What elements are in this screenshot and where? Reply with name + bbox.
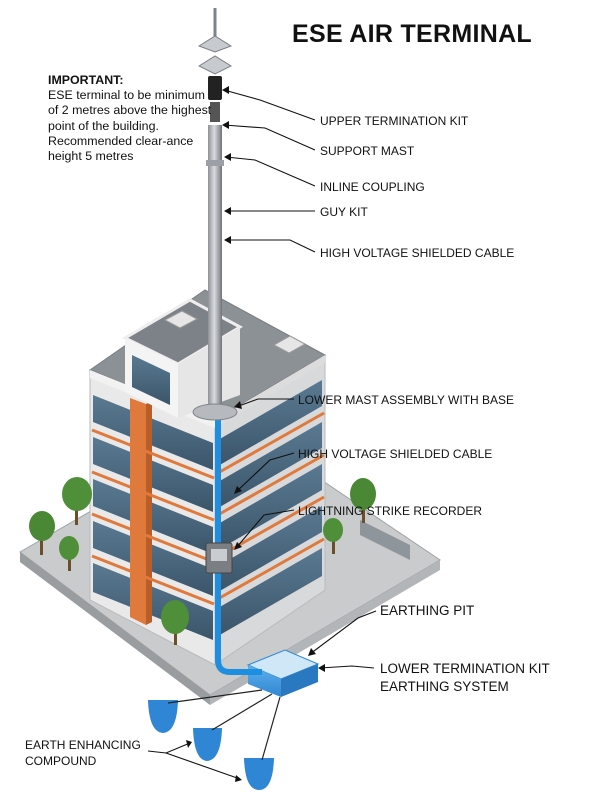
- label-upper-termination-kit: UPPER TERMINATION KIT: [320, 114, 469, 128]
- side-annex: [360, 520, 410, 560]
- roof-parapet-right: [215, 355, 325, 428]
- note-heading: IMPORTANT:: [48, 73, 124, 87]
- upper-termination-kit: [210, 102, 220, 122]
- left-orange-lines: [91, 428, 215, 606]
- label-guy-kit: GUY KIT: [320, 205, 368, 219]
- orange-fin: [130, 398, 146, 625]
- terminal-disc-upper: [197, 35, 233, 53]
- trees: [29, 477, 376, 645]
- ground-edge: [20, 552, 210, 705]
- down-conductor-cable: [215, 420, 262, 675]
- terminal-disc-lower: [197, 55, 233, 75]
- arrow-heads: [186, 86, 325, 782]
- important-note: IMPORTANT: ESE terminal to be minimum of…: [48, 73, 218, 164]
- inline-coupling-ring: [206, 160, 224, 166]
- terminal-body: [208, 76, 222, 100]
- support-mast: [208, 125, 222, 410]
- label-hv-shielded-cable-top: HIGH VOLTAGE SHIELDED CABLE: [320, 246, 515, 260]
- earthing-wires: [167, 689, 281, 761]
- right-window-bands: [218, 380, 322, 636]
- label-support-mast: SUPPORT MAST: [320, 144, 415, 158]
- label-earthing-pit: EARTHING PIT: [380, 603, 475, 618]
- label-earth-enhancing-compound-line1: EARTH ENHANCING: [25, 738, 141, 752]
- roof-penthouse-glass: [132, 355, 170, 405]
- label-earth-enhancing-compound-line2: COMPOUND: [25, 754, 97, 768]
- page-title: ESE AIR TERMINAL: [292, 20, 532, 48]
- earth-compound-blobs: [148, 700, 274, 790]
- orange-fin-shade: [146, 401, 152, 625]
- roof-vent-2: [272, 335, 307, 354]
- label-lower-mast-assembly: LOWER MAST ASSEMBLY WITH BASE: [298, 393, 515, 407]
- label-inline-coupling: INLINE COUPLING: [320, 180, 425, 194]
- mast-base: [192, 403, 238, 421]
- label-hv-shielded-cable-mid: HIGH VOLTAGE SHIELDED CABLE: [298, 447, 493, 461]
- leader-lines: [147, 89, 377, 780]
- recorder-window: [211, 549, 227, 561]
- note-body: ESE terminal to be minimum of 2 metres a…: [48, 88, 212, 164]
- label-lightning-strike-recorder: LIGHTNING STRIKE RECORDER: [298, 504, 483, 518]
- right-orange-lines: [215, 411, 325, 602]
- roof-vent: [163, 310, 199, 329]
- label-earthing-system: EARTHING SYSTEM: [380, 679, 509, 694]
- label-lower-termination-kit: LOWER TERMINATION KIT: [380, 661, 550, 676]
